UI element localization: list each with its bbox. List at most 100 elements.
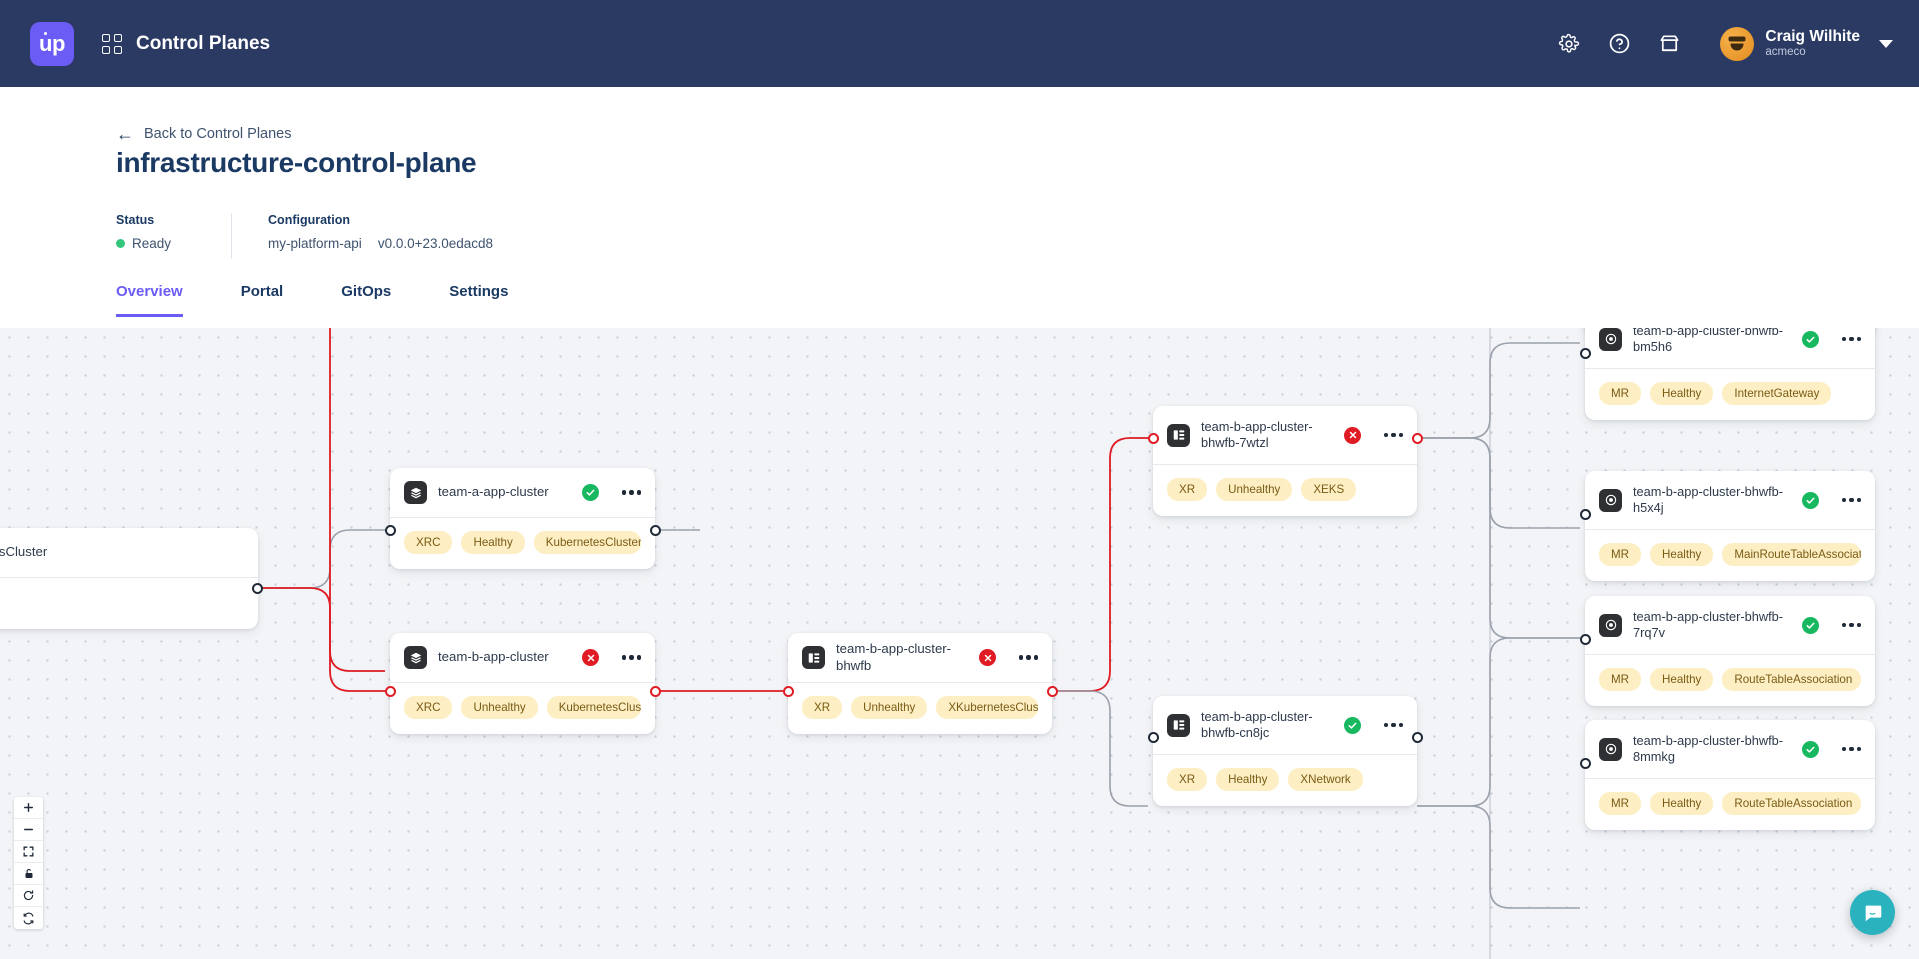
node-port-input[interactable] xyxy=(1148,433,1159,444)
node-menu-button[interactable] xyxy=(1842,622,1861,628)
node-tag: XRC xyxy=(404,531,453,554)
node-tag: XNetwork xyxy=(1288,768,1363,791)
node-divider xyxy=(390,682,655,683)
node-tag: XR xyxy=(802,696,843,719)
node-menu-button[interactable] xyxy=(1842,746,1861,752)
graph-node-team-b-app-cluster-bhwfb-h5x4j[interactable]: team-b-app-cluster-bhwfb-h5x4j MR Health… xyxy=(1585,471,1875,581)
lock-icon[interactable] xyxy=(14,863,43,885)
node-tag: XR xyxy=(1167,768,1208,791)
status-unhealthy-icon xyxy=(1344,426,1362,444)
status-healthy-icon xyxy=(1344,716,1362,734)
node-port-input[interactable] xyxy=(385,686,396,697)
status-healthy-icon xyxy=(1802,491,1820,509)
node-divider xyxy=(390,517,655,518)
status-healthy-icon xyxy=(1802,740,1820,758)
node-tag: Healthy xyxy=(461,531,525,554)
app-title: Control Planes xyxy=(136,32,271,54)
node-port-input[interactable] xyxy=(385,525,396,536)
node-port-output[interactable] xyxy=(650,525,661,536)
node-title: team-b-app-cluster-bhwfb-cn8jc xyxy=(1201,709,1313,740)
node-menu-button[interactable] xyxy=(1842,497,1861,503)
status-label: Status xyxy=(116,213,155,227)
user-menu[interactable]: Craig Wilhite acmeco xyxy=(1720,26,1893,61)
node-tags: MR Healthy RouteTableAssociation xyxy=(1585,655,1875,706)
marketplace-icon[interactable] xyxy=(1656,31,1682,57)
graph-node-team-b-app-cluster[interactable]: team-b-app-cluster XRC Unhealthy Kuberne… xyxy=(390,633,655,734)
node-menu-button[interactable] xyxy=(1384,722,1403,728)
node-tag: RouteTableAssociation xyxy=(1722,668,1861,691)
node-divider xyxy=(1585,529,1875,530)
graph-node-team-b-app-cluster-bhwfb-cn8jc[interactable]: team-b-app-cluster-bhwfb-cn8jc XR Health… xyxy=(1153,696,1417,806)
page-meta: Status Ready Configuration my-platform-a… xyxy=(116,213,493,259)
sync-icon[interactable] xyxy=(14,907,43,929)
graph-node-team-b-app-cluster-bhwfb-7wtzl[interactable]: team-b-app-cluster-bhwfb-7wtzl XR Unheal… xyxy=(1153,406,1417,516)
node-port-input[interactable] xyxy=(1580,348,1591,359)
chat-bubble-icon[interactable] xyxy=(1850,890,1895,935)
back-link-label: Back to Control Planes xyxy=(144,126,292,142)
graph-node-team-b-app-cluster-bhwfb-8mmkg[interactable]: team-b-app-cluster-bhwfb-8mmkg MR Health… xyxy=(1585,720,1875,830)
node-menu-button[interactable] xyxy=(1842,336,1861,342)
arrow-left-icon: ← xyxy=(116,124,134,144)
node-port-output[interactable] xyxy=(1412,732,1423,743)
node-port-input[interactable] xyxy=(783,686,794,697)
zoom-in-button[interactable] xyxy=(14,797,43,819)
managed-resource-icon xyxy=(1599,737,1622,761)
tab-portal[interactable]: Portal xyxy=(240,283,284,300)
graph-node-team-b-app-cluster-bhwfb-7rq7v[interactable]: team-b-app-cluster-bhwfb-7rq7v MR Health… xyxy=(1585,596,1875,706)
top-navigation-bar: up Control Planes xyxy=(0,0,1919,87)
topbar-actions: Craig Wilhite acmeco xyxy=(1556,26,1893,61)
managed-resource-icon xyxy=(1599,488,1622,512)
node-tags: XRC Healthy KubernetesCluster xyxy=(390,518,655,569)
node-port-output[interactable] xyxy=(1047,686,1058,697)
node-port-input[interactable] xyxy=(1580,509,1591,520)
canvas-controls xyxy=(14,797,43,929)
node-tag: XEKS xyxy=(1301,478,1357,501)
reload-icon[interactable] xyxy=(14,885,43,907)
node-tag: XKubernetesCluster xyxy=(936,696,1038,719)
tab-settings[interactable]: Settings xyxy=(449,283,509,300)
node-tags: XRC Unhealthy KubernetesCluster xyxy=(390,683,655,734)
composite-resource-icon xyxy=(802,646,825,669)
graph-node-team-b-app-cluster-bhwfb-bm5h6[interactable]: team-b-app-cluster-bhwfb-bm5h6 MR Health… xyxy=(1585,328,1875,420)
status-healthy-icon xyxy=(582,484,600,501)
status-value: Ready xyxy=(116,236,171,251)
node-menu-button[interactable] xyxy=(622,490,641,495)
tab-bar: Overview Portal GitOps Settings xyxy=(116,283,566,317)
node-tags: XR Unhealthy XEKS xyxy=(1153,465,1417,516)
node-tag: MR xyxy=(1599,668,1642,691)
node-menu-button[interactable] xyxy=(1019,655,1038,660)
chevron-down-icon[interactable] xyxy=(1879,39,1893,48)
node-tag: Unhealthy xyxy=(1216,478,1293,501)
node-port-input[interactable] xyxy=(1580,634,1591,645)
node-tag: MR xyxy=(1599,543,1642,566)
node-port-output[interactable] xyxy=(650,686,661,697)
configuration-block: Configuration my-platform-api v0.0.0+23.… xyxy=(268,213,493,251)
tab-gitops[interactable]: GitOps xyxy=(341,283,392,300)
node-menu-button[interactable] xyxy=(1384,432,1403,438)
graph-node-team-b-app-cluster-bhwfb[interactable]: team-b-app-cluster-bhwfb XR Unhealthy XK… xyxy=(788,633,1052,734)
back-to-control-planes-link[interactable]: ← Back to Control Planes xyxy=(116,125,292,143)
configuration-name: my-platform-api xyxy=(268,236,362,251)
node-divider xyxy=(0,577,258,578)
graph-node-kubernetescluster[interactable]: K KubernetesCluster API xyxy=(0,528,258,629)
resource-graph-canvas[interactable]: K KubernetesCluster API team-a-app-clust… xyxy=(0,328,1919,959)
node-port-output[interactable] xyxy=(252,583,263,594)
node-tag: MR xyxy=(1599,382,1642,405)
zoom-out-button[interactable] xyxy=(14,819,43,841)
node-tag: Healthy xyxy=(1650,543,1714,566)
help-icon[interactable] xyxy=(1606,31,1632,57)
node-title: team-a-app-cluster xyxy=(438,484,549,500)
avatar xyxy=(1720,26,1755,61)
node-menu-button[interactable] xyxy=(622,655,641,660)
node-port-output[interactable] xyxy=(1412,433,1423,444)
up-logo[interactable]: up xyxy=(30,21,74,66)
gear-icon[interactable] xyxy=(1556,31,1582,57)
node-tag: XRC xyxy=(404,696,453,719)
node-title: team-b-app-cluster-bhwfb-h5x4j xyxy=(1633,484,1784,515)
fit-view-button[interactable] xyxy=(14,841,43,863)
tab-overview[interactable]: Overview xyxy=(116,283,183,317)
node-port-input[interactable] xyxy=(1580,758,1591,769)
node-port-input[interactable] xyxy=(1148,732,1159,743)
graph-node-team-a-app-cluster[interactable]: team-a-app-cluster XRC Healthy Kubernete… xyxy=(390,468,655,569)
node-title: team-b-app-cluster-bhwfb xyxy=(836,641,952,673)
